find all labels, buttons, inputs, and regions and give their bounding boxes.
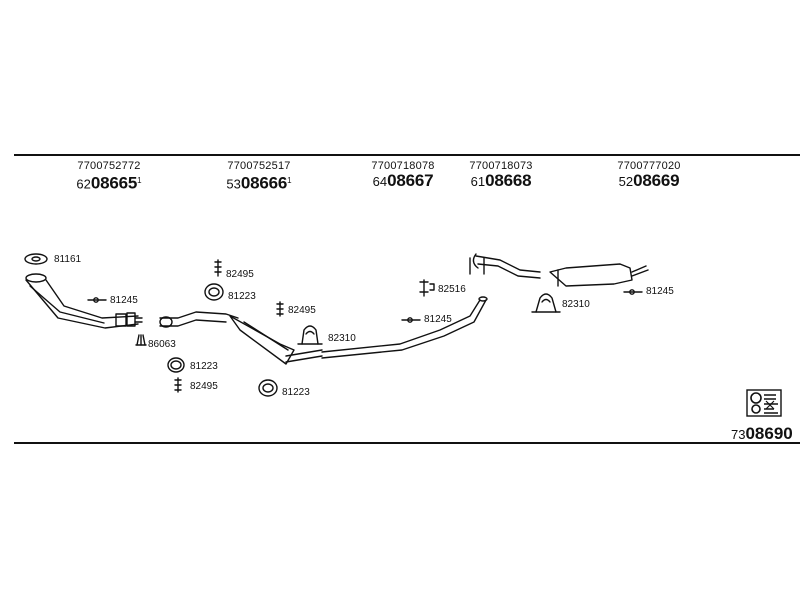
footnote-mark: 1 xyxy=(137,176,142,185)
part-code: 5208669 xyxy=(584,172,714,191)
oem-number: 7700718078 xyxy=(371,160,435,172)
label-81161: 81161 xyxy=(54,254,82,265)
label-82495: 82495 xyxy=(226,269,254,280)
label-81223: 81223 xyxy=(228,291,256,302)
code-main: 08669 xyxy=(633,171,680,190)
clamp-82310-icon xyxy=(531,293,561,313)
label-81245: 81245 xyxy=(110,295,138,306)
code-prefix: 52 xyxy=(618,174,634,189)
clamp-81245-icon xyxy=(87,297,107,303)
clamp-82516-icon xyxy=(419,279,435,297)
oem-number: 7700718073 xyxy=(469,160,533,172)
oem-number: 7700752772 xyxy=(77,160,141,172)
label-82495: 82495 xyxy=(190,381,218,392)
label-86063: 86063 xyxy=(148,339,176,350)
clamp-81245-icon xyxy=(401,317,421,323)
code-main: 08667 xyxy=(387,171,434,190)
top-divider-line xyxy=(14,154,800,156)
code-prefix: 61 xyxy=(470,174,486,189)
label-81223: 81223 xyxy=(190,361,218,372)
label-82310: 82310 xyxy=(328,333,356,344)
code-prefix: 64 xyxy=(372,174,388,189)
code-prefix: 73 xyxy=(731,427,746,442)
section-header-3: 7700718078 6408667 xyxy=(338,160,468,191)
section-header-4: 7700718073 6108668 xyxy=(436,160,566,191)
ring-81223-icon xyxy=(204,283,224,301)
oem-number: 7700752517 xyxy=(227,160,291,172)
code-prefix: 53 xyxy=(226,176,241,192)
bolt-82495-icon xyxy=(276,301,284,317)
front-downpipe-icon xyxy=(25,273,143,329)
label-82516: 82516 xyxy=(438,284,466,295)
kit-code: 7308690 xyxy=(731,424,793,443)
rear-silencer-icon xyxy=(549,263,649,287)
code-prefix: 62 xyxy=(76,176,91,192)
section-header-1: 7700752772 62086651 xyxy=(44,160,174,193)
label-81223: 81223 xyxy=(282,387,310,398)
clamp-81245-icon xyxy=(623,289,643,295)
part-code: 6108668 xyxy=(436,172,566,191)
bottom-divider-line xyxy=(14,442,800,444)
gasket-81161-icon xyxy=(24,253,48,265)
label-82310: 82310 xyxy=(562,299,590,310)
part-code: 53086661 xyxy=(194,172,324,193)
ring-81223-icon xyxy=(258,379,278,397)
code-main: 08666 xyxy=(240,173,288,193)
bolt-82495-icon xyxy=(174,377,182,393)
code-main: 08690 xyxy=(745,424,793,443)
label-82495: 82495 xyxy=(288,305,316,316)
middle-pipe-silencer-icon xyxy=(159,311,323,365)
clamp-82310-icon xyxy=(297,325,323,345)
oem-number: 7700777020 xyxy=(617,160,681,172)
part-code: 62086651 xyxy=(44,172,174,193)
section-header-5: 7700777020 5208669 xyxy=(584,160,714,191)
code-main: 08665 xyxy=(90,173,138,193)
ring-81223-icon xyxy=(167,357,185,373)
label-81245: 81245 xyxy=(646,286,674,297)
part-code: 6408667 xyxy=(338,172,468,191)
section-header-2: 7700752517 53086661 xyxy=(194,160,324,193)
label-81245: 81245 xyxy=(424,314,452,325)
ring-86063-icon xyxy=(135,334,147,346)
intermediate-pipe-icon xyxy=(321,253,541,359)
footnote-mark: 1 xyxy=(287,176,292,185)
bolt-82495-icon xyxy=(214,259,222,277)
kit-pictogram-icon xyxy=(746,389,782,417)
code-main: 08668 xyxy=(485,171,532,190)
